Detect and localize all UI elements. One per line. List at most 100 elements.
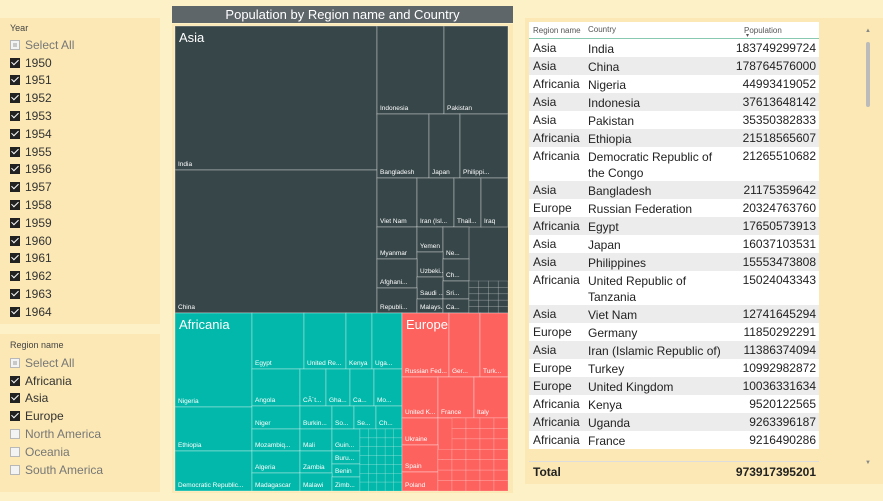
treemap-small-cell[interactable] (437, 448, 453, 461)
treemap-small-cell[interactable] (465, 448, 481, 461)
treemap-small-cell[interactable] (497, 287, 509, 295)
treemap-small-cell[interactable] (359, 472, 369, 483)
treemap-small-cell[interactable] (493, 428, 509, 440)
treemap-cell[interactable] (371, 312, 403, 370)
treemap-small-cell[interactable] (493, 459, 509, 471)
treemap-small-cell[interactable] (376, 437, 386, 448)
treemap-small-cell[interactable] (479, 428, 495, 440)
treemap-cell[interactable] (174, 25, 378, 171)
header-country[interactable]: Country (588, 25, 617, 34)
treemap-small-cell[interactable] (368, 455, 378, 465)
treemap-small-cell[interactable] (376, 455, 386, 465)
treemap-cell[interactable] (174, 406, 253, 452)
treemap-small-cell[interactable] (384, 455, 394, 465)
treemap-small-cell[interactable] (465, 417, 481, 429)
treemap-cell[interactable] (174, 169, 378, 314)
treemap-small-cell[interactable] (493, 469, 509, 481)
treemap-small-cell[interactable] (488, 280, 499, 288)
treemap-small-cell[interactable] (488, 293, 499, 301)
treemap-small-cell[interactable] (478, 287, 489, 295)
treemap-cell[interactable] (376, 25, 445, 115)
region-select-all[interactable]: Select All (10, 354, 103, 372)
treemap-small-cell[interactable] (359, 437, 369, 448)
year-item[interactable]: 1957 (10, 178, 74, 196)
header-population[interactable]: ▾ Population (722, 26, 819, 39)
treemap-small-cell[interactable] (488, 306, 499, 314)
header-region[interactable]: Region name (533, 25, 581, 35)
treemap-small-cell[interactable] (468, 293, 480, 301)
region-item[interactable]: Asia (10, 390, 103, 408)
treemap-cell[interactable] (401, 376, 439, 419)
treemap-small-cell[interactable] (376, 464, 386, 474)
treemap-cell[interactable] (174, 450, 253, 492)
treemap-small-cell[interactable] (368, 437, 378, 448)
treemap-small-cell[interactable] (393, 455, 403, 465)
treemap-cell[interactable] (376, 258, 418, 289)
treemap-small-cell[interactable] (488, 299, 499, 307)
year-item[interactable]: 1959 (10, 214, 74, 232)
treemap-small-cell[interactable] (479, 459, 495, 471)
treemap-cell[interactable] (401, 312, 450, 378)
treemap-small-cell[interactable] (451, 438, 467, 450)
treemap-small-cell[interactable] (359, 455, 369, 465)
treemap-small-cell[interactable] (376, 472, 386, 483)
treemap-small-cell[interactable] (368, 464, 378, 474)
treemap-cell[interactable] (376, 226, 418, 260)
treemap-cell[interactable] (443, 25, 509, 115)
treemap-small-cell[interactable] (393, 446, 403, 456)
treemap-small-cell[interactable] (468, 287, 480, 295)
treemap-small-cell[interactable] (359, 464, 369, 474)
treemap-small-cell[interactable] (384, 428, 394, 439)
treemap-cell[interactable] (299, 368, 327, 407)
treemap-small-cell[interactable] (359, 481, 369, 492)
treemap-small-cell[interactable] (359, 446, 369, 456)
treemap-small-cell[interactable] (384, 464, 394, 474)
treemap-small-cell[interactable] (384, 481, 394, 492)
year-item[interactable]: 1958 (10, 196, 74, 214)
treemap-small-cell[interactable] (437, 469, 453, 481)
treemap-cell[interactable] (437, 376, 475, 419)
treemap-cell[interactable] (401, 417, 439, 446)
treemap-small-cell[interactable] (468, 299, 480, 307)
treemap-cell[interactable] (251, 312, 305, 370)
year-item[interactable]: 1960 (10, 232, 74, 250)
treemap-small-cell[interactable] (393, 464, 403, 474)
treemap-small-cell[interactable] (437, 459, 453, 471)
treemap-small-cell[interactable] (393, 437, 403, 448)
treemap-cell[interactable] (376, 113, 430, 179)
region-item[interactable]: North America (10, 425, 103, 443)
treemap-small-cell[interactable] (384, 472, 394, 483)
treemap-cell[interactable] (442, 226, 470, 260)
treemap-small-cell[interactable] (468, 306, 480, 314)
treemap-small-cell[interactable] (493, 438, 509, 450)
treemap-small-cell[interactable] (451, 459, 467, 471)
year-item[interactable]: 1951 (10, 72, 74, 90)
treemap-small-cell[interactable] (497, 293, 509, 301)
treemap-small-cell[interactable] (479, 469, 495, 481)
treemap-small-cell[interactable] (493, 448, 509, 461)
region-item[interactable]: Africania (10, 372, 103, 390)
table-scrollbar[interactable]: ▲ ▼ (864, 28, 872, 468)
treemap-small-cell[interactable] (376, 428, 386, 439)
treemap-small-cell[interactable] (376, 481, 386, 492)
treemap-small-cell[interactable] (393, 472, 403, 483)
treemap-small-cell[interactable] (468, 280, 480, 288)
treemap-small-cell[interactable] (488, 287, 499, 295)
treemap-small-cell[interactable] (451, 469, 467, 481)
treemap-cell[interactable] (480, 177, 509, 228)
year-item[interactable]: 1963 (10, 285, 74, 303)
treemap-small-cell[interactable] (479, 480, 495, 492)
